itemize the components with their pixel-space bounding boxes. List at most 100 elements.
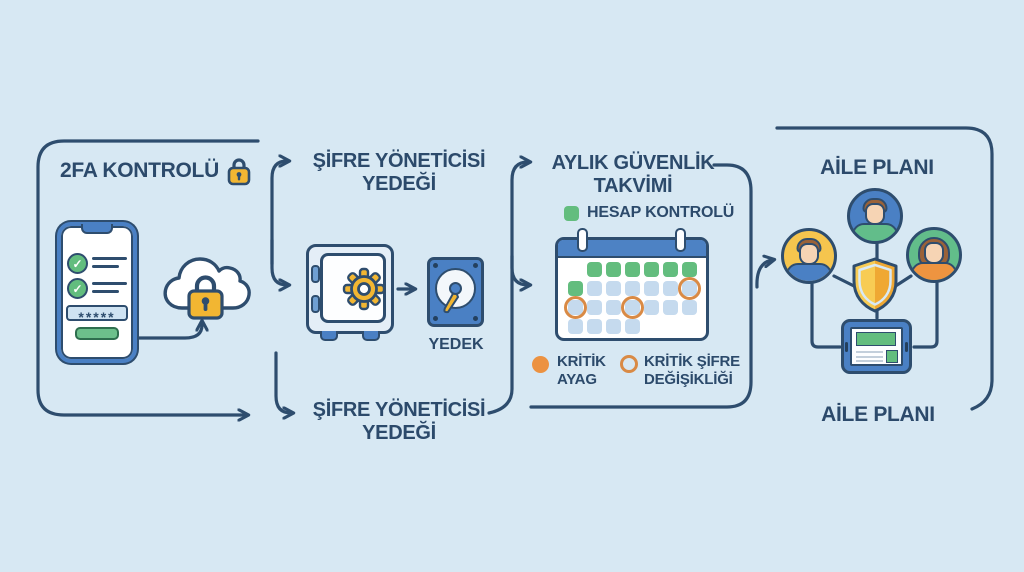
calendar-cell xyxy=(568,281,583,296)
arrow-to-calendar-title xyxy=(487,162,528,415)
tablet-thumbnail xyxy=(886,350,898,363)
calendar-cell xyxy=(682,300,697,315)
arrow-phone-to-cloud xyxy=(135,323,202,340)
backup-title-bottom-line2: YEDEĞİ xyxy=(362,422,436,444)
legend-critical-line2: AYAG xyxy=(557,371,597,388)
arrow-to-safe xyxy=(270,238,287,285)
safe-door xyxy=(320,253,386,323)
calendar-cell xyxy=(621,296,644,319)
calendar-ring xyxy=(675,228,686,252)
step-2fa-title-row: 2FA KONTROLÜ xyxy=(60,155,252,187)
tablet-screen xyxy=(850,327,903,366)
calendar-cell xyxy=(625,319,640,334)
line-rightavatar-tablet xyxy=(912,281,939,349)
calendar-cell xyxy=(587,300,602,315)
tablet-text-line xyxy=(856,355,883,358)
arrow-to-family xyxy=(755,260,772,289)
password-field: ***** xyxy=(66,305,128,325)
list-line xyxy=(92,265,119,268)
calendar-cell xyxy=(564,296,587,319)
avatar-face xyxy=(924,242,944,264)
tablet-banner xyxy=(856,332,896,346)
calendar-cell xyxy=(625,281,640,296)
smartphone-icon: ✓ ✓ ***** xyxy=(57,222,137,363)
calendar-cell xyxy=(587,319,602,334)
legend-critical-password: KRİTİK ŞİFRE DEĞİŞİKLİĞİ xyxy=(644,353,740,389)
list-line xyxy=(92,290,119,293)
check-icon: ✓ xyxy=(67,278,88,299)
calendar-cell xyxy=(606,319,621,334)
calendar-cell xyxy=(663,300,678,315)
safe-foot xyxy=(320,331,338,341)
screw xyxy=(433,316,438,321)
calendar-grid xyxy=(564,262,701,334)
calendar-cell xyxy=(568,319,583,334)
calendar-cell xyxy=(587,262,602,277)
avatar-top xyxy=(847,188,903,244)
tablet-button xyxy=(905,342,908,352)
avatar-torso xyxy=(911,262,957,280)
legend-filled-dot-icon xyxy=(532,356,549,373)
arrow-to-backup-title xyxy=(270,161,287,266)
cloud-lock-icon xyxy=(163,257,251,320)
calendar-icon xyxy=(555,228,709,341)
cloud-icon xyxy=(163,257,251,310)
calendar-title: AYLIK GÜVENLİK TAKVİMİ xyxy=(533,152,733,198)
avatar-torso xyxy=(852,223,898,241)
calendar-cell xyxy=(625,262,640,277)
bracket-2fa xyxy=(36,139,260,415)
list-line xyxy=(92,282,127,285)
calendar-cell xyxy=(606,262,621,277)
legend-ring-icon xyxy=(620,355,638,373)
safe-hinge xyxy=(311,265,320,283)
calendar-cell xyxy=(663,281,678,296)
disk-hub xyxy=(449,282,462,295)
legend-password-line2: DEĞİŞİKLİĞİ xyxy=(644,371,733,388)
legend-critical-setting: KRİTİK AYAG xyxy=(557,353,606,389)
padlock-icon xyxy=(227,158,251,186)
password-asterisks: ***** xyxy=(78,308,116,325)
list-line xyxy=(92,257,127,260)
calendar-ring xyxy=(577,228,588,252)
family-title-bottom: AİLE PLANI xyxy=(821,403,935,426)
calendar-cell xyxy=(682,262,697,277)
calendar-cell xyxy=(644,281,659,296)
disk-arm xyxy=(443,287,460,314)
backup-title-bottom: ŞİFRE YÖNETİCİSİ YEDEĞİ xyxy=(299,399,499,445)
line-leftavatar-shield xyxy=(832,274,858,289)
tablet-icon xyxy=(841,319,912,374)
lock-icon xyxy=(187,275,224,320)
calendar-cell xyxy=(606,281,621,296)
backup-title-top-line2: YEDEĞİ xyxy=(362,173,436,195)
disk-label: YEDEK xyxy=(428,336,484,353)
safe-icon xyxy=(306,244,394,341)
hard-drive-icon xyxy=(427,257,484,327)
calendar-cell xyxy=(663,262,678,277)
tablet-text-line xyxy=(856,360,883,362)
avatar-torso xyxy=(786,263,832,281)
screw xyxy=(433,263,438,268)
backup-title-bottom-line1: ŞİFRE YÖNETİCİSİ xyxy=(312,399,486,421)
bracket-calendar xyxy=(529,163,753,409)
calendar-cell xyxy=(678,277,701,300)
calendar-title-line2: TAKVİMİ xyxy=(593,175,673,197)
avatar-right xyxy=(906,227,962,283)
avatar-face xyxy=(865,203,885,225)
green-square-icon xyxy=(564,205,579,221)
legend-account-check-label: HESAP KONTROLÜ xyxy=(587,204,735,221)
calendar-header xyxy=(558,240,706,258)
login-button xyxy=(75,327,119,340)
calendar-cell xyxy=(587,281,602,296)
line-leftavatar-tablet xyxy=(810,282,842,349)
safe-foot xyxy=(362,331,380,341)
backup-title-top: ŞİFRE YÖNETİCİSİ YEDEĞİ xyxy=(299,150,499,196)
arrow-to-calendar xyxy=(510,254,528,285)
family-title-top: AİLE PLANI xyxy=(820,156,934,179)
calendar-cell xyxy=(644,300,659,315)
gear-icon xyxy=(342,267,386,311)
screw xyxy=(473,316,478,321)
shield-icon xyxy=(852,257,898,313)
step-2fa-title: 2FA KONTROLÜ xyxy=(60,159,219,182)
calendar-title-line1: AYLIK GÜVENLİK xyxy=(551,152,715,174)
